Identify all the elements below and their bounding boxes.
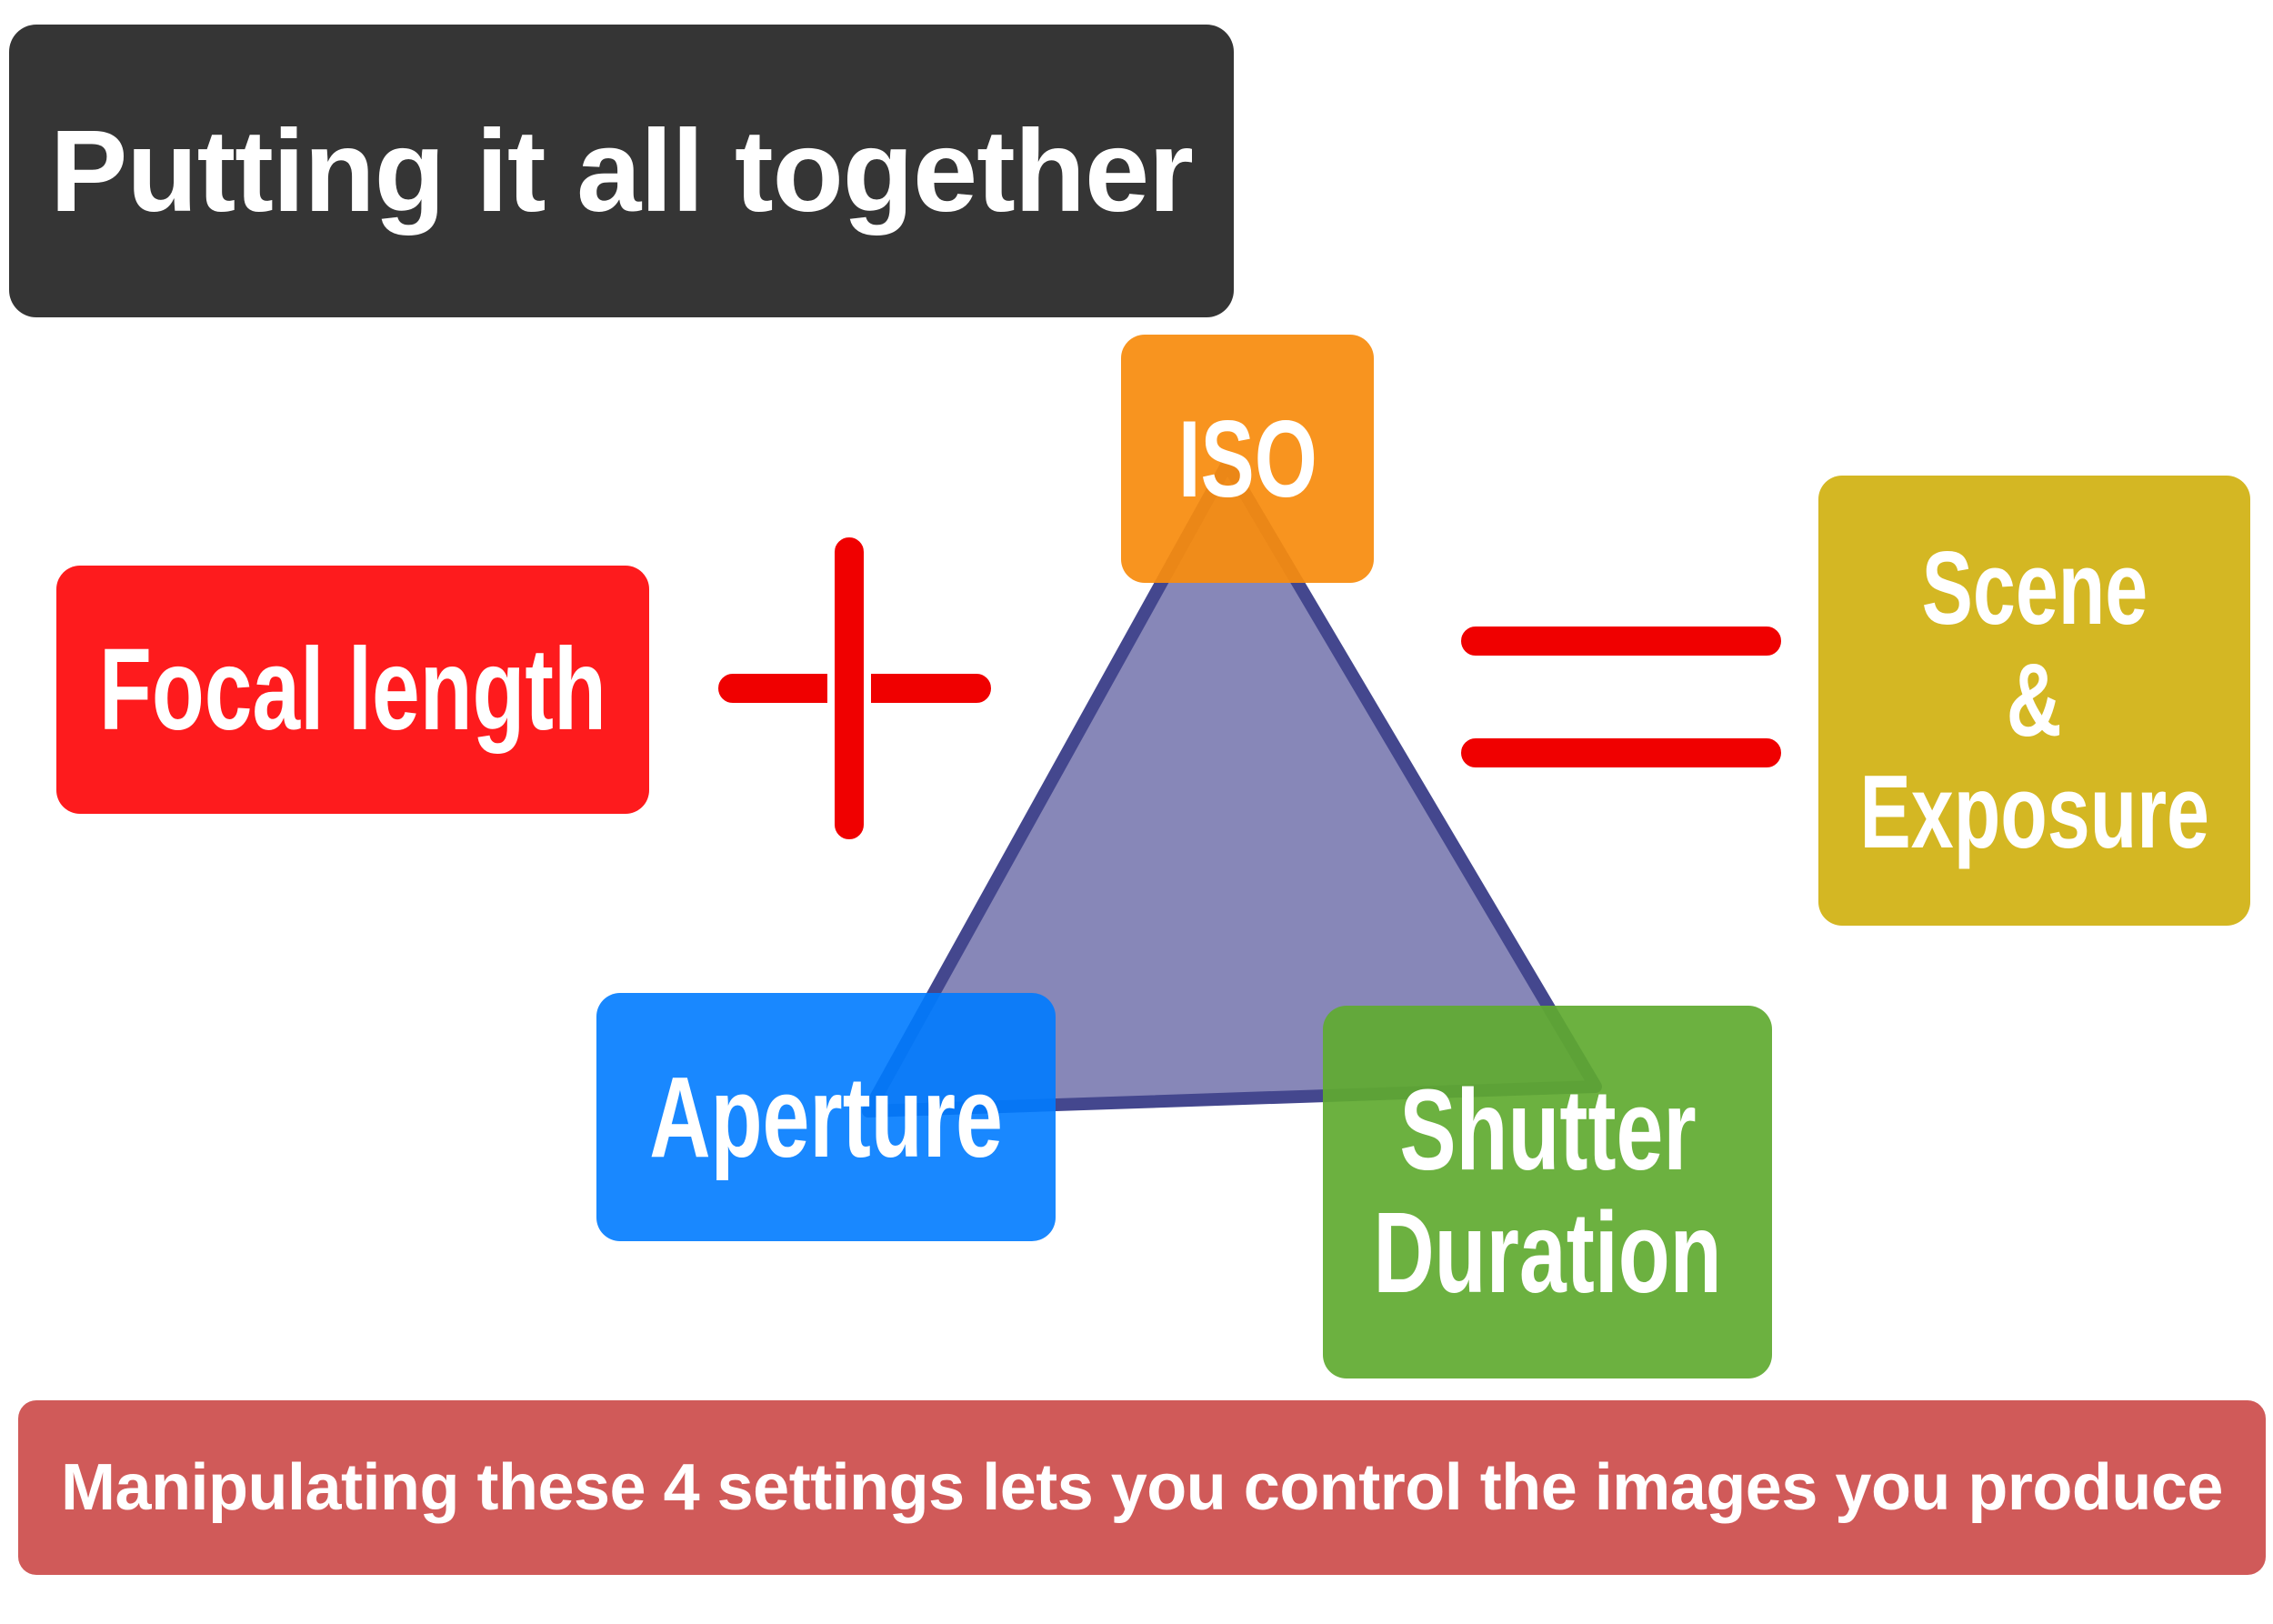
caption-banner: Manipulating these 4 settings lets you c…: [18, 1400, 2266, 1575]
focal-length-label: Focal length: [99, 624, 606, 755]
page-title: Putting it all together: [50, 105, 1194, 236]
aperture-label: Aperture: [649, 1052, 1003, 1181]
shutter-label-line-1: Shutter: [1398, 1066, 1697, 1195]
focal-length-box: Focal length: [56, 566, 649, 814]
shutter-duration-box: Shutter Duration: [1323, 1006, 1772, 1378]
equals-icon: [1454, 619, 1788, 775]
caption-text: Manipulating these 4 settings lets you c…: [61, 1451, 2223, 1524]
plus-icon: [711, 530, 998, 847]
scene-label-line-3: Exposure: [1859, 755, 2209, 871]
scene-label-line-2: &: [2007, 642, 2062, 758]
scene-exposure-box: Scene & Exposure: [1818, 476, 2250, 926]
exposure-triangle: [862, 457, 1602, 1118]
scene-label-line-1: Scene: [1921, 530, 2148, 647]
shutter-label-line-2: Duration: [1373, 1188, 1722, 1317]
iso-box: ISO: [1121, 335, 1374, 583]
aperture-box: Aperture: [596, 993, 1056, 1241]
title-banner: Putting it all together: [9, 25, 1234, 317]
iso-label: ISO: [1177, 397, 1317, 520]
